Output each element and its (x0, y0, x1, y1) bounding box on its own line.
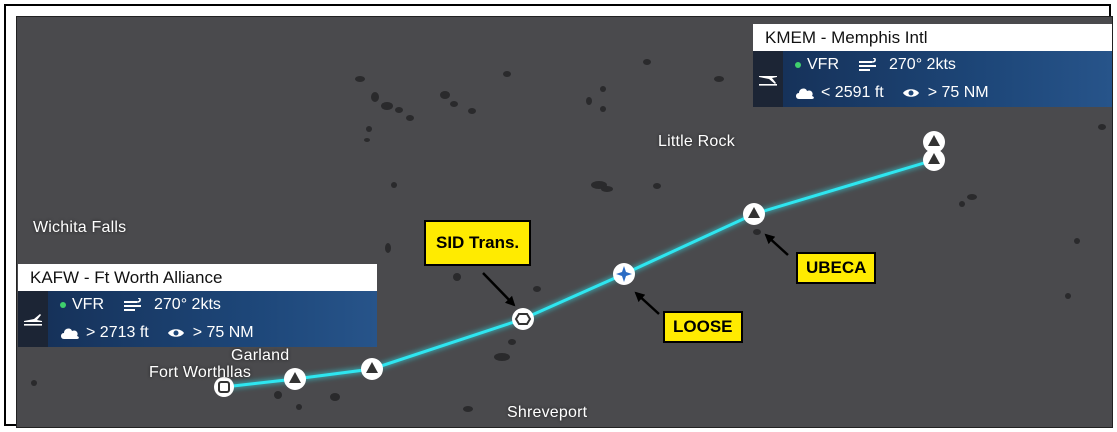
arrival-weather-card[interactable]: KMEM - Memphis Intl VFR (753, 24, 1112, 107)
loose-callout-arrow (634, 291, 660, 315)
arrival-ceiling: < 2591 ft (821, 84, 884, 101)
departure-wind: 270° 2kts (154, 296, 221, 313)
cloud-icon (61, 328, 79, 339)
waypoint-icon[interactable] (361, 358, 383, 380)
departure-plane-icon (24, 314, 42, 326)
wind-icon (124, 298, 141, 311)
visibility-eye-icon (902, 89, 919, 97)
flight-map[interactable]: Little Rock Wichita Falls Garland Fort W… (16, 16, 1113, 428)
figure-frame: Little Rock Wichita Falls Garland Fort W… (4, 4, 1113, 428)
departure-ceiling: > 2713 ft (86, 324, 149, 341)
ubeca-waypoint-icon[interactable] (743, 203, 765, 225)
cloud-icon (796, 88, 814, 99)
departure-visibility: > 75 NM (192, 324, 254, 341)
map-overlay (31, 59, 1106, 412)
city-label-wichita-falls: Wichita Falls (33, 219, 127, 236)
arrival-plane-icon (759, 76, 777, 86)
departure-weather-card[interactable]: KAFW - Ft Worth Alliance VFR (18, 264, 377, 347)
waypoint-icon[interactable] (284, 368, 306, 390)
ubeca-callout: UBECA (796, 252, 877, 284)
city-label-little-rock: Little Rock (658, 133, 735, 150)
arrival-visibility: > 75 NM (927, 84, 989, 101)
city-label-shreveport: Shreveport (507, 404, 588, 421)
visibility-eye-icon (167, 329, 184, 337)
loose-fix-icon[interactable] (613, 263, 635, 285)
vfr-status-dot (60, 302, 66, 308)
city-label-garland: Garland (231, 347, 290, 364)
wind-icon (859, 58, 876, 71)
vfr-status-dot (795, 62, 801, 68)
sid-callout-arrow (482, 272, 516, 307)
arrival-airport-title: KMEM - Memphis Intl (753, 24, 1112, 51)
arrival-waypoint-icon[interactable] (923, 131, 945, 171)
departure-airport-icon[interactable] (214, 377, 234, 397)
ubeca-callout-arrow (764, 233, 789, 256)
sid-transition-callout: SID Trans. (424, 220, 532, 266)
departure-airport-title: KAFW - Ft Worth Alliance (18, 264, 377, 291)
sid-transition-icon[interactable] (512, 308, 534, 330)
terrain-blobs (31, 59, 1106, 412)
departure-side-panel (18, 291, 48, 347)
arrival-side-panel (753, 51, 783, 107)
arrival-wind: 270° 2kts (889, 56, 956, 73)
departure-flight-rules: VFR (72, 296, 104, 313)
loose-callout: LOOSE (663, 311, 743, 343)
city-label-fort-worth-dallas: Fort Worthllas (149, 364, 252, 381)
arrival-flight-rules: VFR (807, 56, 839, 73)
